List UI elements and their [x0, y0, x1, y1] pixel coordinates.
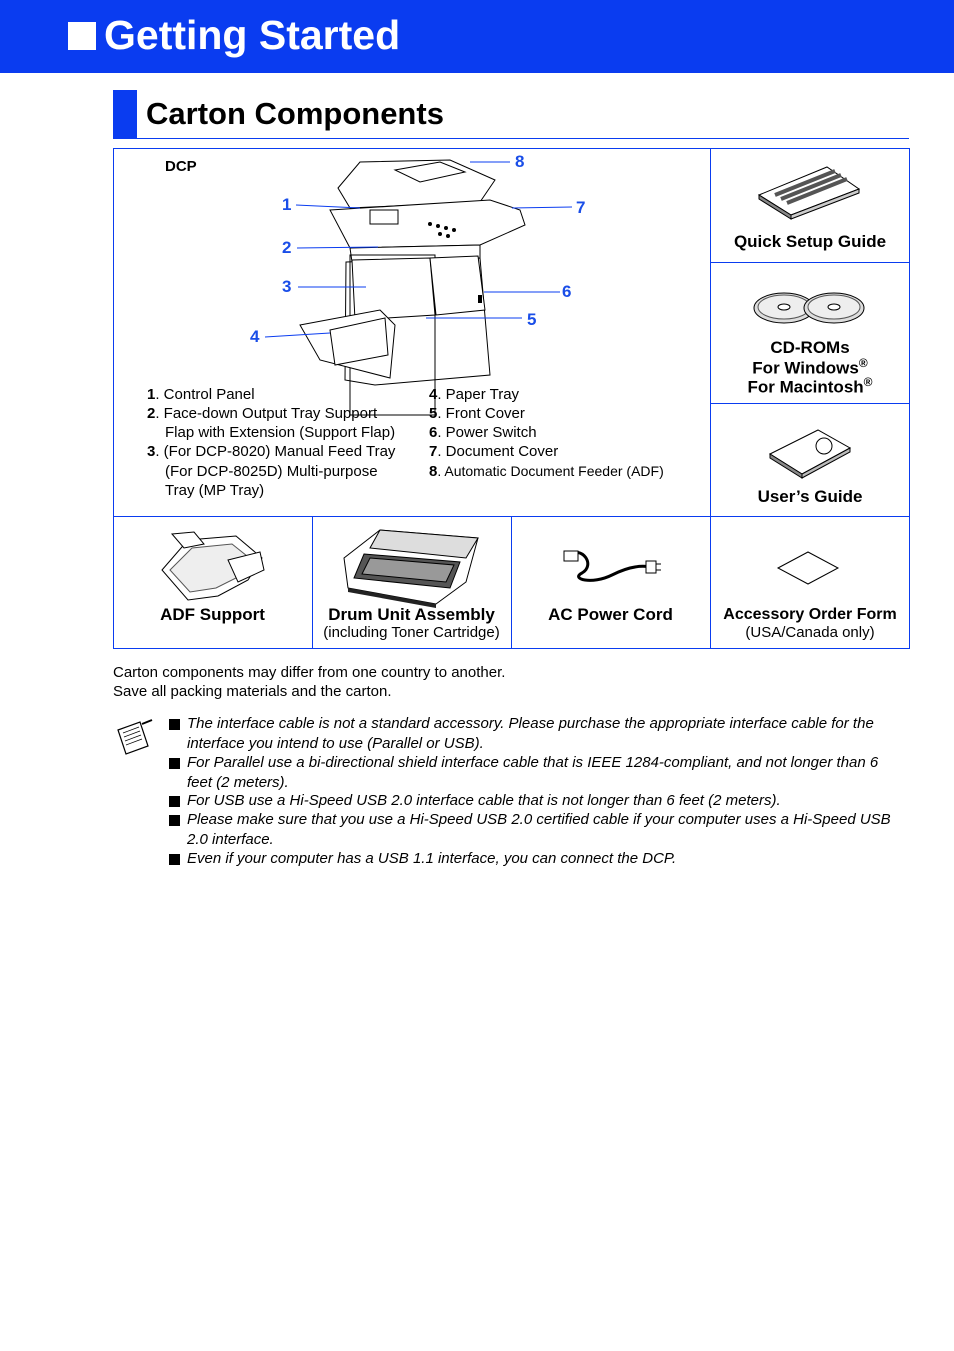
- callout-1: 1: [282, 195, 292, 214]
- legend-item-6: 6. Power Switch: [429, 424, 537, 441]
- order-form-icon: [776, 551, 840, 585]
- section-bar: [113, 90, 137, 139]
- dcp-label: DCP: [165, 158, 197, 175]
- note-item: The interface cable is not a standard ac…: [169, 714, 904, 753]
- users-guide-label: User’s Guide: [757, 487, 863, 506]
- divider: [710, 148, 711, 649]
- bullet-square-icon: [169, 719, 180, 730]
- legend-item-3-cont2: Tray (MP Tray): [165, 482, 265, 499]
- callout-8: 8: [515, 152, 525, 171]
- header-square-icon: [68, 22, 96, 50]
- legend-item-1: 1. Control Panel: [147, 386, 255, 403]
- legend-item-4: 4. Paper Tray: [429, 386, 520, 403]
- legend-item-3: 3. (For DCP-8020) Manual Feed Tray: [147, 443, 396, 460]
- legend-item-5: 5. Front Cover: [429, 405, 525, 422]
- divider: [710, 262, 910, 263]
- power-cord-icon: [563, 550, 661, 582]
- note-icon: [117, 719, 153, 755]
- page-header: Getting Started: [0, 0, 954, 73]
- legend-item-2: 2. Face-down Output Tray Support: [147, 405, 378, 422]
- section-underline: [137, 138, 909, 139]
- dcp-machine-illustration: [299, 159, 526, 416]
- bullet-square-icon: [169, 796, 180, 807]
- cd-rom-label: CD-ROMs: [770, 338, 850, 357]
- section-title: Carton Components: [146, 96, 444, 131]
- quick-setup-guide-label: Quick Setup Guide: [733, 232, 887, 251]
- callout-5: 5: [527, 310, 537, 329]
- drum-unit-label: Drum Unit Assembly: [328, 605, 495, 624]
- note-item: Even if your computer has a USB 1.1 inte…: [169, 849, 904, 869]
- note-item: For Parallel use a bi-directional shield…: [169, 753, 904, 792]
- order-form-sublabel: (USA/Canada only): [745, 624, 875, 641]
- bullet-square-icon: [169, 854, 180, 865]
- callout-4: 4: [250, 327, 260, 346]
- cd-rom-icon: [753, 292, 865, 324]
- bullet-square-icon: [169, 758, 180, 769]
- drum-unit-sublabel: (including Toner Cartridge): [323, 624, 500, 641]
- body-line-2: Save all packing materials and the carto…: [113, 683, 392, 700]
- quick-setup-guide-icon: [757, 166, 861, 220]
- divider: [710, 403, 910, 404]
- callout-3: 3: [282, 277, 292, 296]
- callout-6: 6: [562, 282, 572, 301]
- callout-2: 2: [282, 238, 292, 257]
- bullet-square-icon: [169, 815, 180, 826]
- legend-item-7: 7. Document Cover: [429, 443, 559, 460]
- drum-unit-icon: [343, 529, 479, 608]
- legend-item-3-cont: (For DCP-8025D) Multi-purpose: [165, 463, 378, 480]
- divider: [511, 516, 512, 649]
- callout-7: 7: [576, 198, 586, 217]
- power-cord-label: AC Power Cord: [548, 605, 673, 624]
- users-guide-icon: [768, 429, 852, 479]
- body-line-1: Carton components may differ from one co…: [113, 664, 506, 681]
- adf-support-label: ADF Support: [160, 605, 265, 624]
- order-form-label: Accessory Order Form: [723, 606, 897, 623]
- note-item: For USB use a Hi-Speed USB 2.0 interface…: [169, 791, 904, 811]
- cd-rom-macintosh-label: For Macintosh®: [747, 375, 873, 397]
- cd-rom-windows-label: For Windows®: [752, 356, 868, 378]
- page-title: Getting Started: [104, 12, 401, 58]
- legend-item-8: 8. Automatic Document Feeder (ADF): [429, 463, 664, 480]
- callout-lines: [264, 161, 573, 338]
- legend-item-2-cont: Flap with Extension (Support Flap): [165, 424, 396, 441]
- adf-support-icon: [161, 531, 265, 601]
- note-item: Please make sure that you use a Hi-Speed…: [169, 810, 904, 849]
- divider: [312, 516, 313, 649]
